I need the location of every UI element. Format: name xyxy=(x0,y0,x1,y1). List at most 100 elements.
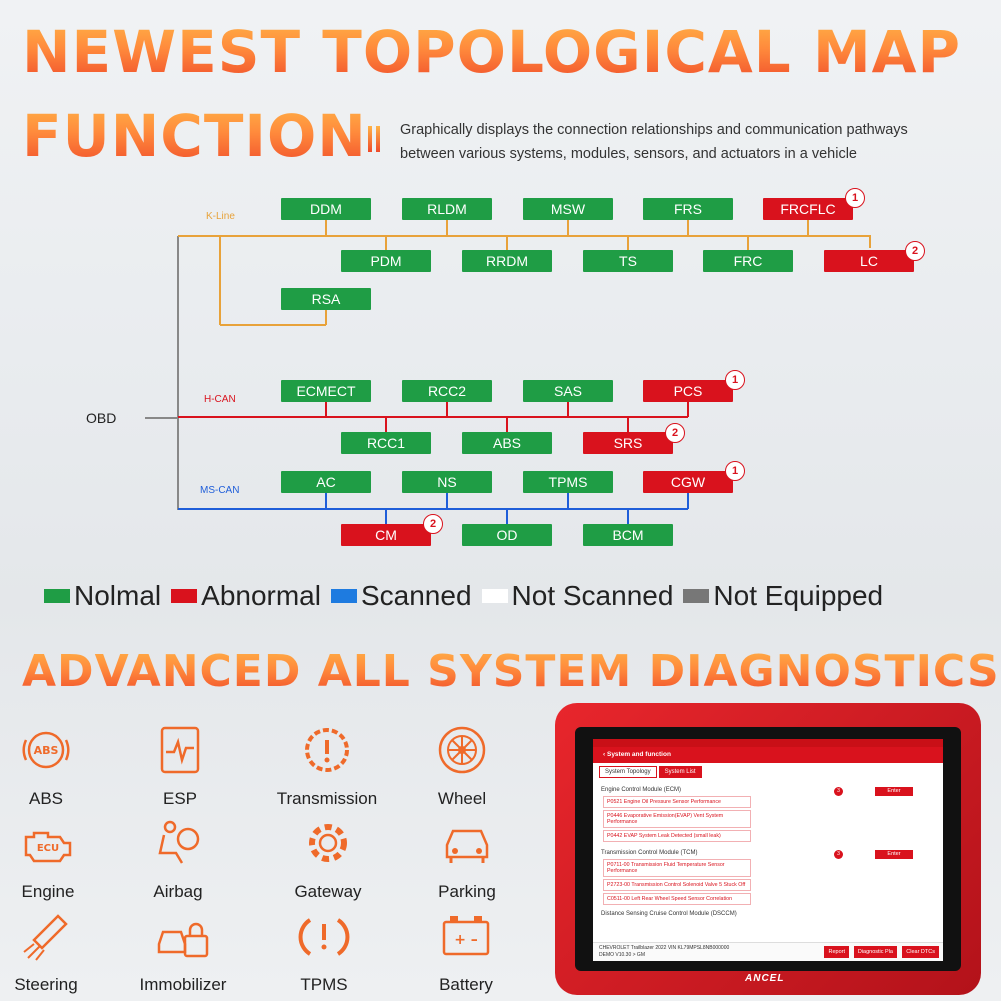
fault-count-badge: 1 xyxy=(845,188,865,208)
section-dsccm: Distance Sensing Cruise Control Module (… xyxy=(593,911,943,917)
abs-icon: ABS xyxy=(22,731,70,769)
feature-label: Gateway xyxy=(294,882,362,901)
bus-label-hcan: H-CAN xyxy=(204,394,236,405)
module-msw[interactable]: MSW xyxy=(523,198,613,220)
module-rldm[interactable]: RLDM xyxy=(402,198,492,220)
module-cgw[interactable]: CGW xyxy=(643,471,733,493)
clear-dtcs-button[interactable]: Clear DTCs xyxy=(902,946,939,958)
wheel-icon xyxy=(438,726,486,774)
feature-abs: ABS ABS xyxy=(0,722,101,809)
module-frc[interactable]: FRC xyxy=(703,250,793,272)
esp-icon xyxy=(160,726,200,774)
dtc-item: P0446 Evaporative Emission(EVAP) Vent Sy… xyxy=(603,810,751,828)
legend-label: Not Equipped xyxy=(713,580,884,611)
legend-label: Scanned xyxy=(360,580,472,611)
section-tcm: Transmission Control Module (TCM) 3 Ente… xyxy=(593,850,943,905)
module-rsa[interactable]: RSA xyxy=(281,288,371,310)
bus-label-kline: K-Line xyxy=(206,211,235,222)
module-tpms[interactable]: TPMS xyxy=(523,471,613,493)
report-button[interactable]: Report xyxy=(824,946,849,958)
svg-text:+ –: + – xyxy=(454,932,478,948)
legend-abnormal: Abnormal xyxy=(171,580,321,612)
transmission-icon xyxy=(305,728,349,772)
legend-swatch xyxy=(683,589,710,603)
feature-esp: ESP xyxy=(125,722,235,809)
module-lc[interactable]: LC xyxy=(824,250,914,272)
feature-label: ABS xyxy=(28,789,64,808)
module-abs[interactable]: ABS xyxy=(462,432,552,454)
module-rrdm[interactable]: RRDM xyxy=(462,250,552,272)
module-ns[interactable]: NS xyxy=(402,471,492,493)
module-bcm[interactable]: BCM xyxy=(583,524,673,546)
module-rcc2[interactable]: RCC2 xyxy=(402,380,492,402)
tab-system-list[interactable]: System List xyxy=(658,766,702,778)
feature-parking: Parking xyxy=(412,815,522,902)
page-title-line2: FUNCTION xyxy=(22,102,367,170)
legend-label: Not Scanned xyxy=(511,580,674,611)
legend-label: Abnormal xyxy=(201,580,321,611)
section-title: Transmission Control Module (TCM) xyxy=(601,850,698,856)
feature-label: Steering xyxy=(14,975,78,994)
module-rcc1[interactable]: RCC1 xyxy=(341,432,431,454)
back-icon[interactable]: ‹ xyxy=(603,751,607,758)
fault-count-badge: 2 xyxy=(905,241,925,261)
module-ts[interactable]: TS xyxy=(583,250,673,272)
section-title-diagnostics: ADVANCED ALL SYSTEM DIAGNOSTICS xyxy=(22,646,1000,697)
module-cm[interactable]: CM xyxy=(341,524,431,546)
steering-icon xyxy=(23,914,68,961)
gateway-icon xyxy=(309,824,347,862)
module-od[interactable]: OD xyxy=(462,524,552,546)
feature-airbag: Airbag xyxy=(123,815,233,902)
status-legend: Nolmal Abnormal Scanned Not Scanned Not … xyxy=(44,580,883,612)
module-frs[interactable]: FRS xyxy=(643,198,733,220)
dtc-item: P2723-00 Transmission Control Solenoid V… xyxy=(603,879,751,891)
module-pdm[interactable]: PDM xyxy=(341,250,431,272)
dtc-count-badge: 3 xyxy=(834,787,843,796)
page-title-line1: NEWEST TOPOLOGICAL MAP xyxy=(22,18,962,86)
module-sas[interactable]: SAS xyxy=(523,380,613,402)
feature-label: Immobilizer xyxy=(139,975,227,994)
fault-count-badge: 2 xyxy=(665,423,685,443)
title-divider-icon xyxy=(368,126,380,152)
legend-label: Nolmal xyxy=(74,580,162,611)
feature-engine: ECU Engine xyxy=(0,815,103,902)
airbag-icon xyxy=(158,820,200,864)
obd-label: OBD xyxy=(86,410,117,426)
tab-system-topology[interactable]: System Topology xyxy=(599,766,657,778)
module-frcflc[interactable]: FRCFLC xyxy=(763,198,853,220)
topology-lines xyxy=(145,220,871,524)
legend-swatch xyxy=(44,589,70,603)
screen-tabs: System Topology System List xyxy=(593,763,943,781)
screen-title-bar: ‹ System and function xyxy=(593,747,943,763)
feature-label: Transmission xyxy=(276,789,378,808)
legend-swatch xyxy=(481,589,508,603)
vehicle-info: CHEVROLET Trailblazer 2022 VIN KL79MPSL8… xyxy=(599,945,730,951)
feature-wheel: Wheel xyxy=(407,722,517,809)
module-pcs[interactable]: PCS xyxy=(643,380,733,402)
module-srs[interactable]: SRS xyxy=(583,432,673,454)
description-line1: Graphically displays the connection rela… xyxy=(400,122,908,138)
feature-steering: Steering xyxy=(0,908,101,995)
enter-button[interactable]: Enter xyxy=(875,787,913,796)
dtc-count-badge: 3 xyxy=(834,850,843,859)
module-ac[interactable]: AC xyxy=(281,471,371,493)
enter-button[interactable]: Enter xyxy=(875,850,913,859)
diagnostic-tablet: ‹ System and function System Topology Sy… xyxy=(555,703,981,995)
screen-footer: CHEVROLET Trailblazer 2022 VIN KL79MPSL8… xyxy=(593,942,943,961)
module-ddm[interactable]: DDM xyxy=(281,198,371,220)
dtc-item: C0511-00 Left Rear Wheel Speed Sensor Co… xyxy=(603,893,751,905)
svg-text:ECU: ECU xyxy=(37,843,59,854)
module-ecmect[interactable]: ECMECT xyxy=(281,380,371,402)
fault-count-badge: 1 xyxy=(725,370,745,390)
section-title: Engine Control Module (ECM) xyxy=(601,787,682,793)
legend-swatch xyxy=(171,589,198,603)
dtc-item: P0711-00 Transmission Fluid Temperature … xyxy=(603,859,751,877)
feature-transmission: Transmission xyxy=(272,722,382,809)
section-title: Distance Sensing Cruise Control Module (… xyxy=(601,911,737,917)
feature-label: ESP xyxy=(162,789,198,808)
dtc-item: P0521 Engine Oil Pressure Sensor Perform… xyxy=(603,796,751,808)
fault-count-badge: 1 xyxy=(725,461,745,481)
description-line2: between various systems, modules, sensor… xyxy=(400,146,857,162)
diagnostic-plan-button[interactable]: Diagnostic Pla xyxy=(853,946,897,958)
section-ecm: Engine Control Module (ECM) 3 Enter P052… xyxy=(593,787,943,842)
